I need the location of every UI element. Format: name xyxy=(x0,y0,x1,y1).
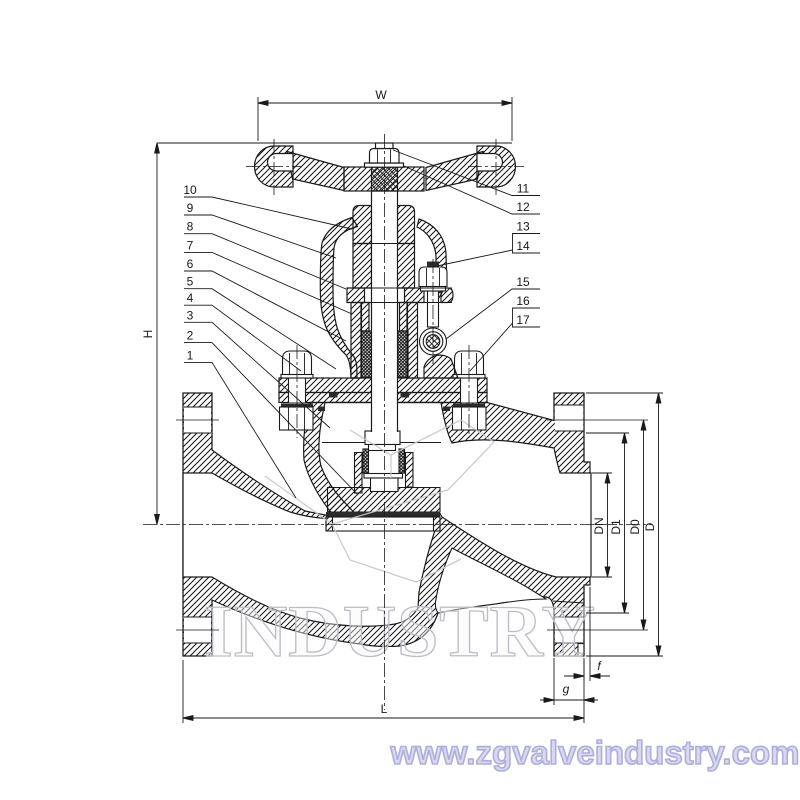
svg-text:6: 6 xyxy=(187,257,194,271)
svg-text:1: 1 xyxy=(187,348,194,362)
svg-text:4: 4 xyxy=(187,291,194,305)
svg-text:D0: D0 xyxy=(628,519,642,535)
svg-text:2: 2 xyxy=(187,329,194,343)
svg-text:17: 17 xyxy=(516,313,530,327)
svg-text:14: 14 xyxy=(516,239,530,253)
svg-text:3: 3 xyxy=(187,308,194,322)
svg-text:11: 11 xyxy=(517,182,530,196)
svg-text:15: 15 xyxy=(516,275,530,289)
svg-text:www.zgvalveindustry.com: www.zgvalveindustry.com xyxy=(390,734,800,771)
svg-text:H: H xyxy=(141,330,155,339)
svg-text:INDUSTRY: INDUSTRY xyxy=(204,591,596,673)
svg-text:g: g xyxy=(563,682,570,696)
svg-text:9: 9 xyxy=(187,201,194,215)
svg-text:7: 7 xyxy=(187,238,194,252)
svg-text:D: D xyxy=(643,522,657,531)
svg-text:13: 13 xyxy=(516,220,530,234)
svg-text:W: W xyxy=(375,88,387,102)
svg-text:D1: D1 xyxy=(609,519,623,535)
svg-text:8: 8 xyxy=(187,220,194,234)
svg-text:12: 12 xyxy=(516,200,530,214)
svg-text:5: 5 xyxy=(187,275,194,289)
svg-text:DN: DN xyxy=(592,517,606,534)
svg-text:16: 16 xyxy=(516,294,530,308)
svg-text:10: 10 xyxy=(183,183,197,197)
svg-text:L: L xyxy=(381,702,388,716)
svg-text:f: f xyxy=(597,659,602,673)
